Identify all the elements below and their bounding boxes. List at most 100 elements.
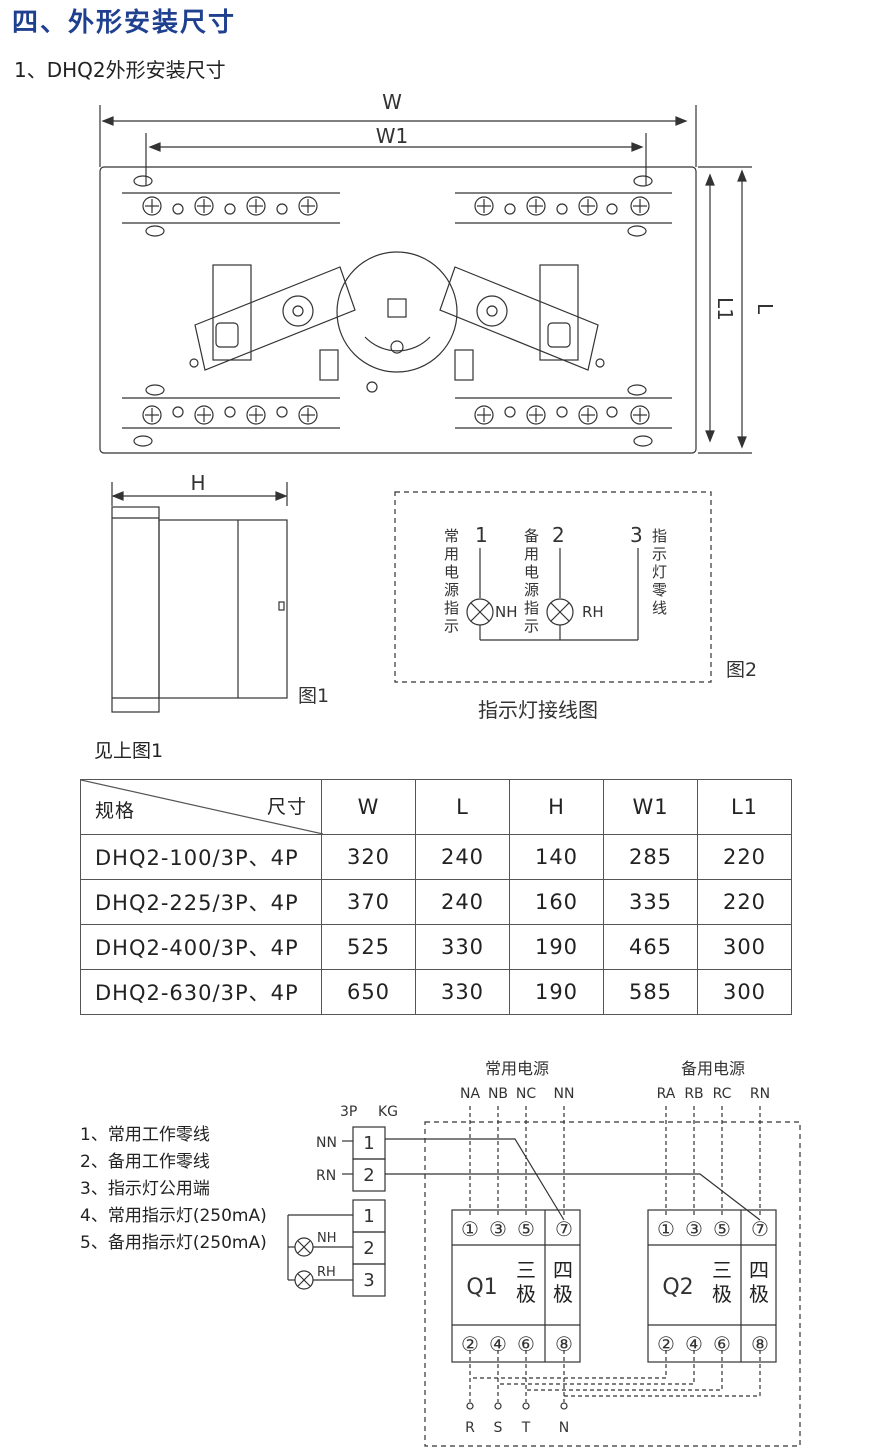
q2-top-terminal: ⑤ [713,1217,731,1241]
table-header-h: H [509,779,604,835]
table-header-row: 规格 尺寸 W L H W1 L1 [80,779,792,835]
dimension-drawing-top-view: W W1 L L1 [99,90,777,454]
q2-label: Q2 [662,1275,693,1300]
common-source-label: 常用电源 [485,1059,549,1078]
q1-bottom-terminal: ⑧ [555,1332,573,1356]
terminal-b3: 3 [363,1270,374,1291]
q1-top-terminal: ③ [489,1217,507,1241]
rn-label: RN [316,1168,336,1184]
table-header-l1: L1 [697,779,792,835]
phase-label: NC [516,1086,536,1102]
backup-source-label: 备用电源 [681,1059,745,1078]
dimension-l1-label: L1 [713,297,737,321]
q1-bottom-terminal: ② [461,1332,479,1356]
value-cell: 650 [321,969,416,1015]
legend-item: 2、备用工作零线 [80,1152,210,1172]
legend-item: 4、常用指示灯(250mA) [80,1206,267,1226]
q2-bottom-terminal: ④ [685,1332,703,1356]
value-cell: 525 [321,924,416,970]
lamp-rh-label: RH [582,603,604,621]
value-cell: 585 [603,969,698,1015]
terminal-1: 1 [363,1133,374,1154]
model-cell: DHQ2-400/3P、4P [80,924,322,970]
table-header-l: L [415,779,510,835]
indicator-lamp-wiring-diagram: 1 2 3 NH RH 图2 [394,491,757,683]
subsection-title: 1、DHQ2外形安装尺寸 [14,58,226,82]
switch-wiring-diagram: 3P KG NN RN 1 2 1 2 3 NH RH 常用电源 备用电源 NA… [287,1059,801,1447]
value-cell: 160 [509,879,604,925]
q2-top-terminal: ③ [685,1217,703,1241]
value-cell: 330 [415,969,510,1015]
q2-top-terminal: ① [657,1217,675,1241]
value-cell: 370 [321,879,416,925]
terminal-b1: 1 [363,1206,374,1227]
terminal-b2: 2 [363,1238,374,1259]
phase-label: NN [554,1086,575,1102]
q1-top-terminal: ① [461,1217,479,1241]
phase-label: RB [684,1086,703,1102]
table-row: DHQ2-225/3P、4P 370 240 160 335 220 [80,879,792,925]
model-cell: DHQ2-100/3P、4P [80,834,322,880]
lamp-terminal-3: 3 [630,523,643,547]
lamp-2-description: 备用电源指示 [524,527,540,635]
value-cell: 285 [603,834,698,880]
output-label: S [494,1420,503,1436]
q1-four-pole-label: 四极 [553,1258,573,1306]
q2-bottom-terminal: ⑥ [713,1332,731,1356]
value-cell: 465 [603,924,698,970]
legend-item: 5、备用指示灯(250mA) [80,1233,267,1253]
value-cell: 335 [603,879,698,925]
rh-lamp-label: RH [317,1265,336,1280]
dimension-w1-label: W1 [376,124,409,148]
phase-label: RN [750,1086,770,1102]
value-cell: 240 [415,834,510,880]
dimension-h-label: H [190,471,205,495]
value-cell: 300 [697,969,792,1015]
q1-top-terminal: ⑦ [555,1217,573,1241]
value-cell: 240 [415,879,510,925]
legend-item: 1、常用工作零线 [80,1125,210,1145]
lamp-3-description: 指示灯零线 [652,527,668,617]
corner-left-label: 规格 [95,800,136,822]
value-cell: 190 [509,969,604,1015]
phase-label: RC [713,1086,732,1102]
table-note: 见上图1 [94,740,164,762]
table-header-w1: W1 [603,779,698,835]
phase-label: RA [657,1086,676,1102]
corner-right-label: 尺寸 [266,796,307,818]
header-kg: KG [378,1104,398,1120]
section-title: 四、外形安装尺寸 [12,8,237,38]
q2-bottom-terminal: ② [657,1332,675,1356]
table-row: DHQ2-400/3P、4P 525 330 190 465 300 [80,924,792,970]
q1-bottom-terminal: ④ [489,1332,507,1356]
figure-2-title: 指示灯接线图 [478,698,598,722]
lamp-nh-label: NH [495,603,518,621]
figure-2-caption: 图2 [726,659,757,681]
header-3p: 3P [340,1104,357,1120]
q2-top-terminal: ⑦ [751,1217,769,1241]
terminal-2: 2 [363,1165,374,1186]
dimension-table: 规格 尺寸 W L H W1 L1 DHQ2-100/3P、4P 320 240… [80,779,792,1015]
model-cell: DHQ2-630/3P、4P [80,969,322,1015]
q1-label: Q1 [466,1275,497,1300]
dimension-l-label: L [753,303,777,315]
q2-four-pole-label: 四极 [749,1258,769,1306]
q1-three-pole-label: 三极 [516,1258,536,1306]
q1-top-terminal: ⑤ [517,1217,535,1241]
value-cell: 140 [509,834,604,880]
dimension-drawing-side-view: H 图1 [111,471,329,713]
output-label: R [465,1420,475,1436]
output-label: T [521,1420,531,1436]
lamp-terminal-1: 1 [475,523,488,547]
q1-bottom-terminal: ⑥ [517,1332,535,1356]
q2-bottom-terminal: ⑧ [751,1332,769,1356]
value-cell: 320 [321,834,416,880]
wiring-legend: 1、常用工作零线 2、备用工作零线 3、指示灯公用端 4、常用指示灯(250mA… [80,1122,267,1257]
phase-label: NB [488,1086,508,1102]
dimension-w-label: W [382,90,402,114]
table-row: DHQ2-100/3P、4P 320 240 140 285 220 [80,834,792,880]
value-cell: 300 [697,924,792,970]
value-cell: 190 [509,924,604,970]
legend-item: 3、指示灯公用端 [80,1179,210,1199]
table-corner-cell: 规格 尺寸 [80,779,323,835]
